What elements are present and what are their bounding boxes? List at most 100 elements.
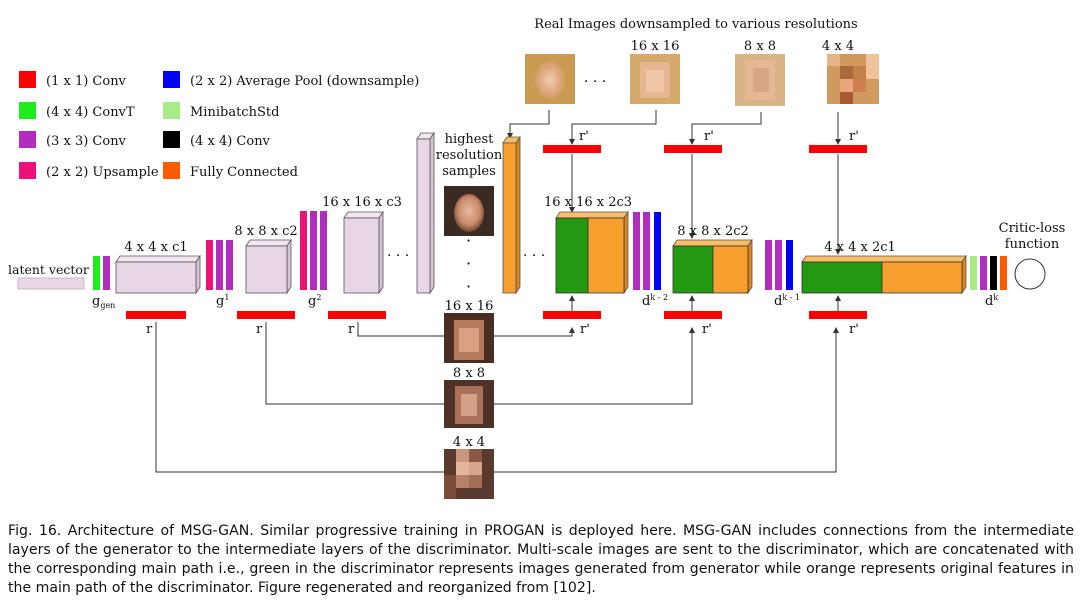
legend-label-avgpool: (2 x 2) Average Pool (downsample) [190, 74, 419, 89]
real-4x4-image [827, 54, 879, 104]
legend-swatch-fc [163, 162, 180, 179]
legend-swatch-avgpool [163, 71, 180, 88]
real-16x16-label: 16 x 16 [631, 39, 680, 54]
critic-loss-node [1014, 258, 1046, 290]
conv3x3-layer-2a [310, 211, 317, 290]
g2-label: g2 [308, 293, 321, 309]
dk2-conv-b [643, 212, 650, 290]
latent-vector-box [17, 277, 85, 290]
legend-swatch-conv3x3 [19, 131, 36, 148]
highest-res-face-image [444, 186, 494, 236]
dk2-avgpool [654, 212, 661, 290]
dk2-conv-a [633, 212, 640, 290]
gen-r-label-3: r [348, 322, 355, 337]
real-8x8-label: 8 x 8 [744, 39, 776, 54]
dk1-avgpool [786, 240, 793, 290]
highest-res-label-2: resolution [436, 148, 503, 163]
skip-connections [155, 110, 841, 473]
legend-label-minibatch: MinibatchStd [190, 105, 279, 120]
dk1-label: dk - 1 [774, 293, 800, 309]
dk-conv4x4 [990, 256, 997, 290]
fake-4x4-image [444, 449, 494, 499]
g-gen-label: ggen [92, 294, 115, 310]
real-8x8-image [735, 54, 785, 106]
gen-r-bar-2 [237, 311, 295, 319]
highest-res-label-3: samples [442, 164, 496, 179]
vdots-1: · [466, 231, 471, 250]
legend-swatch-upsample [19, 162, 36, 179]
gen-ellipsis: · · · [387, 248, 409, 264]
gen-r-label-2: r [256, 322, 263, 337]
legend-label-fc: Fully Connected [190, 165, 298, 180]
dk-conv3x3 [980, 256, 987, 290]
fake-4x4-label: 4 x 4 [453, 435, 485, 450]
fake-8x8-label: 8 x 8 [453, 366, 485, 381]
disc-block-16x16 [555, 210, 629, 295]
architecture-diagram: Real Images downsampled to various resol… [8, 8, 1072, 502]
disc-r-prime-label-2: r' [702, 322, 712, 337]
fake-16x16-image [444, 313, 494, 363]
vdots-3: · [466, 277, 471, 296]
real-r-prime-bar-1 [543, 145, 601, 153]
legend-label-conv3x3: (3 x 3) Conv [46, 134, 127, 149]
gen-r-label-1: r [146, 322, 153, 337]
real-16x16-image [630, 54, 680, 104]
gen-block-16x16 [343, 210, 384, 295]
legend-swatch-convT [19, 102, 36, 119]
real-highres-face-image [525, 54, 575, 104]
highest-res-label-1: highest [445, 132, 495, 147]
figure-caption: Fig. 16. Architecture of MSG-GAN. Simila… [8, 523, 1074, 596]
g1-label: g1 [216, 293, 229, 309]
gen-block-4x4 [115, 254, 201, 295]
dk-fc [1000, 256, 1007, 290]
gen-block-final [416, 131, 435, 295]
legend-label-convT: (4 x 4) ConvT [46, 105, 135, 120]
fake-16x16-label: 16 x 16 [445, 299, 494, 314]
fake-8x8-image [444, 380, 494, 428]
upsample-layer-1 [206, 240, 213, 290]
disc-r-prime-bar-1 [543, 311, 601, 319]
disc-input-block [502, 135, 521, 295]
disc-block-4x4-main [881, 261, 963, 294]
gen-block-8x8-label: 8 x 8 x c2 [234, 224, 297, 239]
real-r-prime-label-1: r' [579, 129, 589, 144]
legend-label-conv4x4: (4 x 4) Conv [190, 134, 271, 149]
gen-r-bar-3 [328, 311, 386, 319]
gen-block-8x8 [245, 238, 292, 295]
disc-block-4x4 [801, 254, 967, 295]
real-r-prime-bar-3 [809, 145, 867, 153]
real-r-prime-label-3: r' [849, 129, 859, 144]
disc-block-8x8 [672, 238, 753, 295]
upsample-layer-2 [300, 211, 307, 290]
legend-swatch-minibatch [163, 102, 180, 119]
vdots-2: · [466, 254, 471, 273]
disc-block-4x4-generated [801, 261, 883, 294]
legend-swatch-conv4x4 [163, 131, 180, 148]
disc-block-16x16-main [587, 217, 625, 294]
disc-block-4x4-label: 4 x 4 x 2c1 [824, 240, 896, 255]
gen-block-4x4-label: 4 x 4 x c1 [124, 240, 187, 255]
real-ellipsis: · · · [584, 74, 606, 90]
critic-loss-label-2: function [1005, 237, 1060, 252]
dk1-conv-b [775, 240, 782, 290]
latent-vector-label: latent vector [8, 262, 89, 277]
dk2-label: dk - 2 [642, 293, 668, 309]
disc-block-8x8-label: 8 x 8 x 2c2 [677, 224, 749, 239]
conv3x3-layer [103, 256, 110, 290]
convT-layer [93, 256, 100, 290]
legend-label-upsample: (2 x 2) Upsample [46, 165, 159, 180]
conv3x3-layer-2b [320, 211, 327, 290]
legend: (1 x 1) Conv (4 x 4) ConvT (3 x 3) Conv … [19, 71, 419, 180]
critic-loss-label-1: Critic-loss [999, 221, 1066, 236]
gen-r-bar-1 [126, 311, 186, 319]
disc-r-prime-bar-2 [664, 311, 722, 319]
real-images-title: Real Images downsampled to various resol… [534, 17, 857, 32]
disc-ellipsis: · · · [523, 248, 545, 264]
disc-r-prime-label-1: r' [580, 322, 590, 337]
real-4x4-label: 4 x 4 [822, 39, 854, 54]
disc-block-16x16-generated [555, 217, 589, 294]
disc-r-prime-label-3: r' [849, 322, 859, 337]
dk1-conv-a [765, 240, 772, 290]
disc-r-prime-bar-3 [809, 311, 867, 319]
disc-block-8x8-main [712, 245, 749, 294]
